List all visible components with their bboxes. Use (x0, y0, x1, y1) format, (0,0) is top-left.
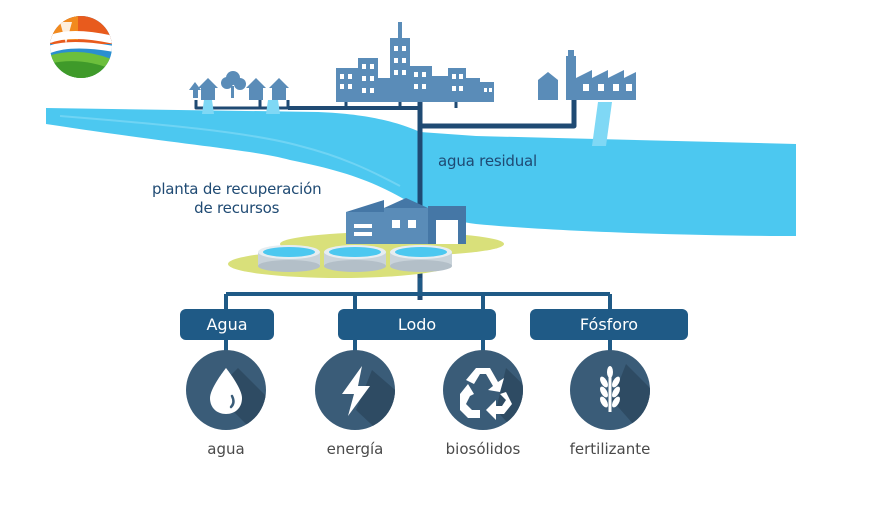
lightning-bolt-icon (342, 366, 370, 416)
output-label-fertilizante: fertilizante (569, 440, 651, 458)
houses (189, 71, 289, 100)
city-buildings (336, 22, 494, 102)
recycle-icon (460, 368, 512, 420)
plant-label-line1: planta de recuperación (152, 180, 322, 198)
outflows (202, 100, 612, 146)
plant-label-line2: de recursos (194, 199, 280, 217)
output-label-energia: energía (326, 440, 384, 458)
water-drop-icon (210, 368, 242, 414)
category-fosforo: Fósforo (530, 309, 688, 340)
city-windows (340, 46, 492, 93)
wastewater-label: agua residual (438, 152, 538, 170)
output-label-biosolidos: biosólidos (445, 440, 521, 458)
category-agua: Agua (180, 309, 274, 340)
category-lodo: Lodo (338, 309, 496, 340)
treatment-plant (228, 198, 504, 278)
plant-label: planta de recuperación de recursos (152, 180, 322, 218)
output-icon-biosolidos (443, 350, 523, 430)
wheat-icon (600, 366, 620, 412)
output-label-agua: agua (207, 440, 245, 458)
logo (50, 16, 112, 78)
factories (538, 50, 636, 100)
factory-windows (583, 84, 632, 91)
